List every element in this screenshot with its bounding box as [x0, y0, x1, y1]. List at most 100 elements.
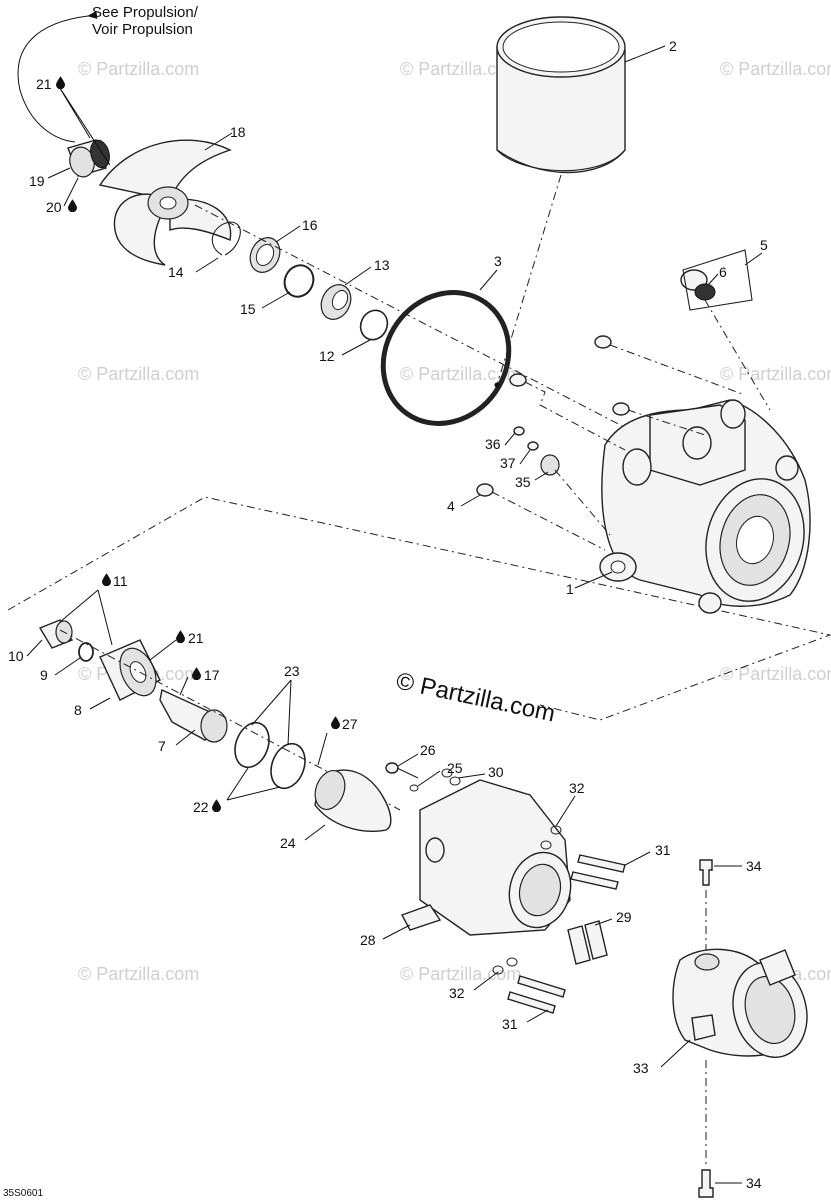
watermark: © Partzilla.com: [78, 59, 199, 79]
watermark: © Partzilla.com: [78, 964, 199, 984]
part-34-bolt: [698, 859, 714, 1198]
label-36: 36: [485, 436, 501, 452]
label-7: 7: [158, 738, 166, 754]
part-26-bolt: [385, 762, 419, 779]
lubricant-drop-icons: [56, 76, 340, 812]
label-8: 8: [74, 702, 82, 718]
label-27: 27: [342, 716, 358, 732]
housing-bolt: [476, 335, 630, 497]
label-10: 10: [8, 648, 24, 664]
part-33-nozzle: [672, 948, 808, 1058]
part-24-cone: [314, 769, 392, 832]
label-34: 34: [746, 1175, 762, 1191]
part-30-oring: [441, 768, 453, 778]
label-32: 32: [569, 780, 585, 796]
part-18-impeller: [98, 139, 232, 266]
label-5: 5: [760, 237, 768, 253]
part-14-circlip: [211, 221, 241, 256]
label-18: 18: [230, 124, 246, 140]
label-4: 4: [447, 498, 455, 514]
reference-arrow: [17, 10, 98, 143]
label-34: 34: [746, 858, 762, 874]
part-5-cap: [680, 269, 716, 301]
part-30-oring: [449, 776, 461, 786]
drop-icon: [176, 630, 185, 643]
label-28: 28: [360, 932, 376, 948]
watermark: © Partzilla.com: [720, 664, 831, 684]
diagram-code: 35S0601: [3, 1188, 43, 1199]
watermark: © Partzilla.com: [400, 364, 521, 384]
watermark: © Partzilla.com: [400, 964, 521, 984]
part-25-washer: [409, 784, 419, 792]
label-6: 6: [719, 264, 727, 280]
label-21: 21: [36, 76, 52, 92]
label-22: 22: [193, 799, 209, 815]
label-30: 30: [488, 764, 504, 780]
centerline-lower: [59, 629, 401, 811]
part-19-coupling: [67, 139, 110, 178]
label-26: 26: [420, 742, 436, 758]
label-35: 35: [515, 474, 531, 490]
label-11: 11: [113, 573, 128, 589]
reference-line-1: See Propulsion/: [92, 4, 199, 21]
reference-line-2: Voir Propulsion: [92, 21, 193, 38]
part-35-fitting: [513, 426, 560, 476]
part-1-pump-housing: [599, 399, 811, 614]
label-23: 23: [284, 663, 300, 679]
part-13-bearing: [320, 284, 352, 320]
label-31: 31: [502, 1016, 518, 1032]
part-29-anode: [567, 920, 608, 965]
label-2: 2: [669, 38, 677, 54]
label-20: 20: [46, 199, 62, 215]
partzilla-watermark: © Partzilla.com: [394, 667, 558, 727]
see-propulsion-reference: See Propulsion/ Voir Propulsion: [17, 4, 199, 143]
part-10-spacer: [38, 619, 74, 649]
leader-lines: [26, 45, 763, 1184]
bolt-centerline: [609, 344, 746, 396]
label-12: 12: [319, 348, 335, 364]
part-2-wear-ring: [496, 16, 626, 174]
part-7-shaft: [159, 688, 228, 743]
drop-icon: [331, 716, 340, 729]
label-21: 21: [188, 630, 204, 646]
part-28-venturi: [401, 779, 572, 936]
label-9: 9: [40, 667, 48, 683]
watermark: © Partzilla.com: [78, 364, 199, 384]
label-1: 1: [566, 581, 574, 597]
label-16: 16: [302, 217, 318, 233]
label-17: 17: [204, 667, 220, 683]
part-15-ring: [283, 264, 315, 298]
bolt-centerline: [627, 409, 706, 436]
label-24: 24: [280, 835, 296, 851]
part-8-bearing: [99, 639, 161, 701]
centerline-upper: [194, 204, 631, 431]
connector-dot: [494, 382, 500, 388]
part-3-large-oring: [380, 290, 512, 426]
drop-icon: [212, 799, 221, 812]
label-29: 29: [616, 909, 632, 925]
part-5-box: [682, 249, 753, 311]
watermark: © Partzilla.com: [400, 59, 521, 79]
drop-icon: [68, 199, 77, 212]
label-3: 3: [494, 253, 502, 269]
fitting-centerline: [554, 469, 611, 536]
bolt-centerline: [524, 381, 626, 451]
part-9-oring: [78, 642, 94, 662]
part-number-labels: 2 3 5 6 1 4 36 37 35 18 21 19 20 14 16 1…: [8, 38, 768, 1191]
part-22-oring: [234, 721, 270, 769]
drop-icon: [56, 76, 65, 89]
label-25: 25: [447, 760, 463, 776]
watermark: © Partzilla.com: [720, 364, 831, 384]
watermark: © Partzilla.com: [720, 59, 831, 79]
drop-icon: [102, 573, 111, 586]
label-31: 31: [655, 842, 671, 858]
centerline-cap: [704, 299, 771, 411]
part-16-seal: [249, 237, 281, 273]
label-19: 19: [29, 173, 45, 189]
label-15: 15: [240, 301, 256, 317]
part-23-oring: [270, 742, 306, 790]
part-31-bolt: [507, 854, 626, 1014]
part-12-oring: [359, 309, 389, 341]
label-37: 37: [500, 455, 516, 471]
label-14: 14: [168, 264, 184, 280]
